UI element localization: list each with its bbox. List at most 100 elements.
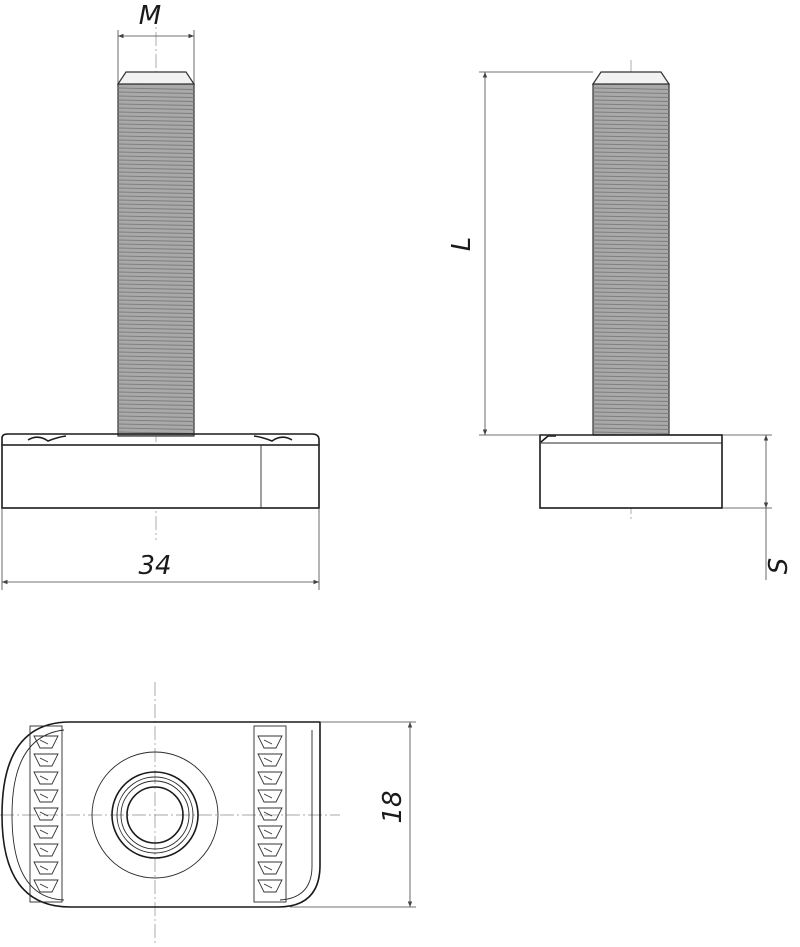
thread-line — [117, 111, 195, 114]
thread-line — [117, 219, 195, 222]
thread-line — [117, 403, 195, 406]
serration-tooth — [257, 843, 283, 857]
thread-line — [117, 343, 195, 346]
thread-line — [592, 363, 670, 366]
thread-line — [592, 355, 670, 358]
thread-line — [592, 99, 670, 102]
serration-tooth — [33, 861, 59, 875]
thread-line — [592, 339, 670, 342]
dimension-thread-size: M — [117, 1, 195, 84]
thread-line — [592, 191, 670, 194]
thread-line — [592, 303, 670, 306]
thread-line — [117, 103, 195, 106]
serration-tooth — [33, 789, 59, 803]
thread-line — [592, 271, 670, 274]
thread-line — [592, 319, 670, 322]
thread-line — [117, 283, 195, 286]
thread-line — [592, 243, 670, 246]
left-serrations — [33, 735, 59, 893]
thread-line — [117, 335, 195, 338]
thread-line — [117, 195, 195, 198]
thread-line — [592, 371, 670, 374]
thread-line — [117, 371, 195, 374]
side-bolt-tip — [591, 71, 671, 85]
thread-line — [117, 187, 195, 190]
serration-tooth — [257, 735, 283, 749]
thread-line — [592, 375, 670, 378]
top-body-outline — [1, 721, 321, 908]
thread-line — [592, 167, 670, 170]
thread-line — [117, 171, 195, 174]
thread-line — [117, 383, 195, 386]
thread-line — [592, 163, 670, 166]
thread-line — [592, 171, 670, 174]
thread-line — [592, 95, 670, 98]
thread-line — [117, 327, 195, 330]
thread-line — [592, 279, 670, 282]
thread-line — [592, 175, 670, 178]
serration-tooth — [257, 879, 283, 893]
thread-line — [592, 119, 670, 122]
thread-line — [592, 111, 670, 114]
thread-line — [117, 175, 195, 178]
thread-line — [117, 295, 195, 298]
thread-line — [592, 107, 670, 110]
thread-line — [592, 155, 670, 158]
thread-line — [117, 395, 195, 398]
thread-line — [592, 187, 670, 190]
thread-line — [117, 315, 195, 318]
thread-line — [592, 179, 670, 182]
thread-line — [592, 251, 670, 254]
thread-line — [592, 323, 670, 326]
thread-line — [117, 147, 195, 150]
dimension-depth: 18 — [290, 721, 416, 908]
thread-line — [117, 375, 195, 378]
serration-tooth — [33, 753, 59, 767]
thread-line — [592, 275, 670, 278]
thread-line — [592, 207, 670, 210]
thread-line — [117, 267, 195, 270]
thread-line — [592, 223, 670, 226]
thread-line — [592, 231, 670, 234]
thread-line — [117, 131, 195, 134]
thread-line — [592, 347, 670, 350]
thread-line — [117, 143, 195, 146]
thread-line — [117, 211, 195, 214]
thread-line — [592, 423, 670, 426]
dimension-label-s: S — [764, 558, 794, 575]
thread-line — [117, 251, 195, 254]
thread-line — [592, 419, 670, 422]
thread-line — [117, 319, 195, 322]
thread-line — [592, 203, 670, 206]
thread-line — [592, 211, 670, 214]
thread-line — [592, 295, 670, 298]
thread-line — [117, 291, 195, 294]
thread-line — [117, 239, 195, 242]
thread-line — [592, 235, 670, 238]
thread-line — [592, 403, 670, 406]
thread-line — [117, 339, 195, 342]
thread-line — [592, 87, 670, 90]
thread-line — [117, 255, 195, 258]
serration-tooth — [33, 825, 59, 839]
thread-line — [117, 407, 195, 410]
thread-line — [592, 359, 670, 362]
thread-line — [592, 327, 670, 330]
thread-line — [592, 407, 670, 410]
thread-line — [117, 307, 195, 310]
dimension-label-m: M — [139, 1, 161, 31]
thread-line — [592, 331, 670, 334]
thread-line — [117, 135, 195, 138]
serration-tooth — [33, 735, 59, 749]
side-bolt-threads — [592, 87, 670, 434]
serration-tooth — [257, 753, 283, 767]
thread-line — [592, 299, 670, 302]
thread-line — [592, 239, 670, 242]
front-bolt-threads — [117, 87, 195, 434]
thread-line — [592, 151, 670, 154]
serration-tooth — [33, 771, 59, 785]
thread-line — [117, 287, 195, 290]
thread-line — [117, 139, 195, 142]
thread-line — [117, 123, 195, 126]
thread-line — [117, 159, 195, 162]
